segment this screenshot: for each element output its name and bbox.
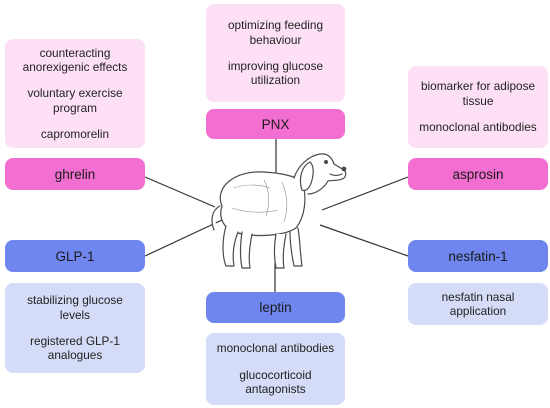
hormone-label: nesfatin-1 bbox=[448, 248, 508, 264]
connector-asprosin bbox=[321, 176, 409, 211]
pnx-interventions: optimizing feeding behaviour improving g… bbox=[206, 4, 345, 102]
intervention-item: monoclonal antibodies bbox=[216, 341, 335, 356]
intervention-item: voluntary exercise program bbox=[27, 86, 123, 115]
hormone-label: ghrelin bbox=[54, 166, 96, 182]
connector-ghrelin bbox=[144, 176, 216, 208]
dog-illustration-icon bbox=[211, 153, 347, 269]
glp1-interventions: stabilizing glucose levels registered GL… bbox=[5, 283, 145, 373]
intervention-item: counteracting anorexigenic effects bbox=[22, 45, 128, 74]
connector-glp1 bbox=[144, 219, 223, 257]
hormone-label: PNX bbox=[261, 116, 290, 132]
hormone-label: GLP-1 bbox=[55, 248, 95, 264]
hormone-nesfatin1: nesfatin-1 bbox=[408, 240, 548, 272]
nesfatin1-interventions: nesfatin nasal application bbox=[408, 283, 548, 325]
intervention-item: glucocorticoid antagonists bbox=[239, 367, 312, 397]
hormone-pnx: PNX bbox=[206, 109, 345, 139]
intervention-item: monoclonal antibodies bbox=[419, 120, 537, 135]
hormone-ghrelin: ghrelin bbox=[5, 158, 145, 190]
intervention-item: registered GLP-1 analogues bbox=[30, 334, 120, 363]
intervention-item: optimizing feeding behaviour bbox=[227, 18, 324, 47]
hormone-glp1: GLP-1 bbox=[5, 240, 145, 272]
hormone-label: leptin bbox=[259, 300, 292, 315]
intervention-item: nesfatin nasal application bbox=[441, 289, 515, 318]
asprosin-interventions: biomarker for adipose tissue monoclonal … bbox=[408, 66, 548, 148]
intervention-item: improving glucose utilization bbox=[227, 59, 324, 88]
leptin-interventions: monoclonal antibodies glucocorticoid ant… bbox=[206, 333, 345, 405]
ghrelin-interventions: counteracting anorexigenic effects volun… bbox=[5, 39, 145, 148]
intervention-item: capromorelin bbox=[40, 127, 110, 142]
hormone-leptin: leptin bbox=[206, 292, 345, 323]
hormone-asprosin: asprosin bbox=[408, 158, 548, 190]
intervention-item: stabilizing glucose levels bbox=[27, 293, 123, 322]
intervention-item: biomarker for adipose tissue bbox=[420, 79, 536, 108]
connector-nesfatin1 bbox=[319, 224, 409, 257]
hormone-label: asprosin bbox=[452, 166, 504, 182]
